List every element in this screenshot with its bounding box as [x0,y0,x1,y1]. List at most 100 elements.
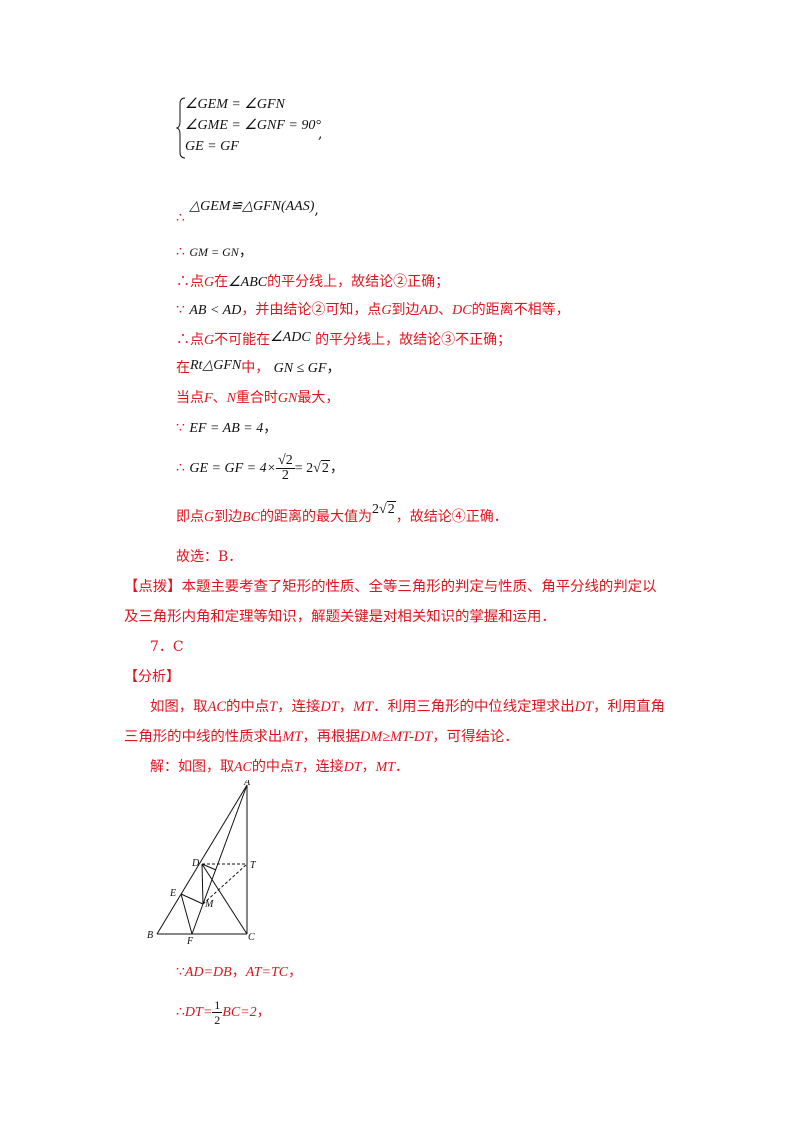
congruence-expression: △GEM≌△GFN(AAS) [189,199,315,214]
coef: 2 [372,502,380,517]
angle-adc: ∠ADC [270,330,311,345]
label-a: A [243,780,251,788]
var-n: N [226,391,236,406]
text: 在 [176,360,190,376]
var-dc: DC [452,303,472,318]
text: ．利用三角形的中位线定理求出 [373,699,575,715]
text: 重合时 [235,390,278,406]
text: 的平分线上，故结论③不正确； [315,332,512,348]
because-symbol: ∵ [176,302,185,318]
text: 解：如图，取 [150,759,234,775]
therefore-symbol: ∴ [176,1004,185,1020]
because-symbol: ∵ [176,964,185,980]
segment-am [202,784,248,905]
fraction-numerator: 1 [212,997,223,1013]
label-c: C [248,932,255,943]
label-m: M [204,899,214,910]
text: 中， [241,360,270,376]
gm-gn-expression: GM = GN [189,245,239,259]
segment-de [201,863,217,871]
var-mt: MT [282,729,303,745]
text: ，连接 [301,759,344,775]
text: ∴点 [176,332,204,348]
therefore-symbol: ∴ [176,460,185,476]
var-g: G [381,303,392,318]
text: ，并由结论②可知，点 [241,302,382,318]
line-max-distance: 即点G到边BC的距离的最大值为2√2，故结论④正确． [176,501,508,530]
line-ab-lt-ad: ∵ AB < AD，并由结论②可知，点G到边AD、DC的距离不相等， [176,300,570,321]
text: ， [231,964,246,980]
line-gm-gn: ∴ GM = GN， [176,242,253,262]
analysis-header: 【分析】 [124,669,180,685]
ge-gf-expression: GE = GF = 4× [189,461,277,476]
text: ， [361,759,376,775]
punct: , [314,202,319,218]
label-f: F [186,936,194,947]
var-g: G [204,510,215,525]
text: 到边 [214,509,243,525]
text: 三角形的中线的性质求出 [124,729,283,745]
note-line-2: 及三角形内角和定理等知识，解题关键是对相关知识的掌握和运用． [124,609,556,625]
line-rt-triangle: 在Rt△GFN中， GN ≤ GF， [176,358,340,379]
solution-intro: 解：如图，取AC的中点T，连接DT，MT． [150,757,409,778]
var-dt: DT [343,760,362,775]
text: ∴点 [176,274,204,290]
because-symbol: ∵ [176,420,185,436]
text: 即点 [176,509,204,525]
label-t: T [250,860,257,871]
line-ef-ab: ∵ EF = AB = 4， [176,418,277,439]
sqrt-2: √2 [313,460,330,476]
note-line-1: 【点拨】本题主要考查了矩形的性质、全等三角形的判定与性质、角平分线的判定以 [124,579,657,595]
fraction-numerator: √2 [276,452,295,469]
fraction-denominator: 2 [281,467,289,483]
label-d: D [191,858,200,869]
text: 的中点 [251,759,294,775]
text: ． [395,759,410,775]
text: 当点 [176,390,204,406]
text: ，可得结论． [432,729,519,745]
text: 的距离的最大值为 [260,509,373,525]
var-mt: MT [375,760,396,775]
var-t: T [269,699,278,715]
system-line-3: GE = GF [185,139,239,154]
analysis-line-2: 三角形的中线的性质求出MT，再根据DM≥MT-DT，可得结论． [124,727,519,747]
line-bisector-abc: ∴点G在∠ABC的平分线上，故结论②正确； [176,272,449,293]
var-t: T [293,760,302,775]
var-dt: DT [320,699,339,715]
text: ， [338,699,354,715]
text: ， [256,1004,271,1020]
sqrt-2: √2 [379,501,396,517]
equals-coef: = 2 [294,461,314,476]
radicand: 2 [386,501,396,517]
system-trailing-comma: , [318,126,323,142]
label-e: E [169,888,176,899]
segment-fm [191,903,204,935]
text: ，连接 [277,699,321,715]
rt-triangle-gfn: Rt△GFN [190,358,242,373]
ab-lt-ad: AB < AD [189,303,242,318]
text: 的平分线上，故结论②正确； [267,274,450,290]
text: 不可能在 [214,332,271,348]
segment-dc [201,863,248,935]
radicand: 2 [320,460,330,476]
var-dt: DT [574,699,594,715]
system-line-1: ∠GEM = ∠GFN [185,97,285,112]
text: 最大， [297,390,340,406]
var-ac: AC [234,760,252,775]
ad-db: AD=DB [184,965,232,980]
var-f: F [204,391,213,406]
var-gn: GN [277,391,298,406]
analysis-line-1: 如图，取AC的中点T，连接DT，MT．利用三角形的中位线定理求出DT，利用直角 [150,697,665,717]
therefore-symbol: ∴ [176,244,185,260]
text: 的距离不相等， [471,302,570,318]
bc-eq: BC=2 [222,1005,257,1020]
text: ，故结论④正确． [395,509,508,525]
dt-eq: DT= [184,1005,213,1020]
segment-mt [202,863,248,905]
equation-system: ∠GEM = ∠GFN ∠GME = ∠GNF = 90° GE = GF , [176,96,346,160]
label-b: B [147,930,153,941]
text: 到边 [391,302,420,318]
segment-dm [201,863,204,905]
